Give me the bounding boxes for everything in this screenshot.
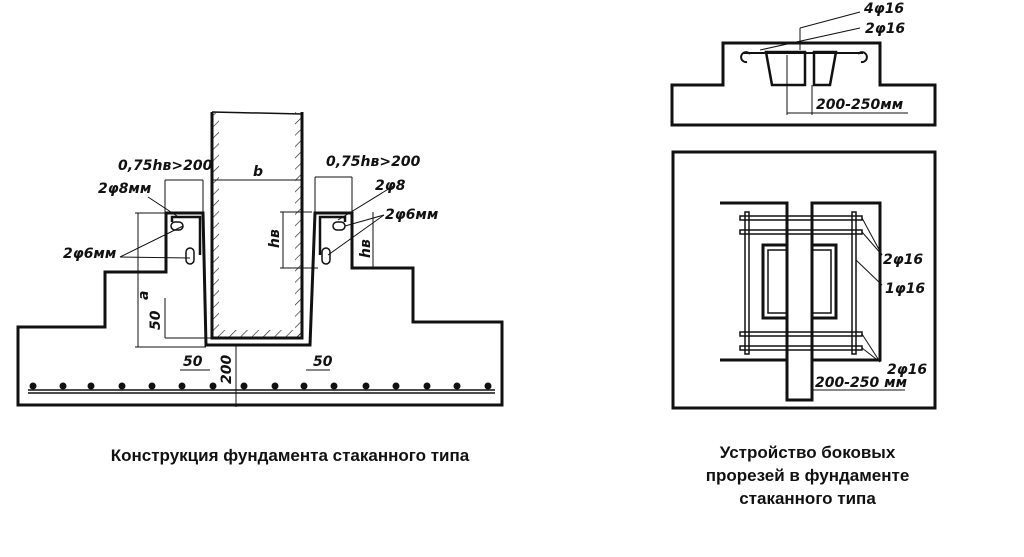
label-bar-right-top: 2φ8 xyxy=(375,178,406,194)
label-50-right: 50 xyxy=(313,354,333,370)
label-bar-left-bottom: 2φ6мм xyxy=(63,246,116,262)
label-bar-right-bottom: 2φ6мм xyxy=(385,207,438,223)
label-hb-inner: hв xyxy=(267,229,283,248)
slot-section-view xyxy=(670,11,937,127)
column xyxy=(210,111,304,340)
label-4phi16: 4φ16 xyxy=(863,1,904,17)
caption-line: прорезей в фундаменте xyxy=(705,466,910,485)
label-200: 200 xyxy=(219,355,235,384)
caption-line: Устройство боковых xyxy=(719,443,896,462)
label-plan-2phi16-top: 2φ16 xyxy=(883,252,923,268)
plan-rebars xyxy=(739,211,863,355)
dimension-lines xyxy=(119,176,396,407)
reinforcement xyxy=(28,215,495,394)
label-column-width: b xyxy=(253,164,263,180)
label-top-dim: 200-250мм xyxy=(816,97,903,113)
label-plan-2phi16-bottom: 2φ16 xyxy=(887,362,927,378)
rebar-dots xyxy=(29,382,492,390)
label-gap-right: 0,75hв>200 xyxy=(326,154,421,170)
left-figure-caption: Конструкция фундамента стаканного типа xyxy=(110,446,470,465)
label-bar-left-top: 2φ8мм xyxy=(98,181,151,197)
label-plan-1phi16: 1φ16 xyxy=(885,281,925,297)
right-figure-caption: Устройство боковых прорезей в фундаменте… xyxy=(650,441,965,510)
label-depth-a: a xyxy=(136,291,152,300)
label-2phi16-top: 2φ16 xyxy=(865,21,905,37)
slot-plan-view xyxy=(671,150,937,410)
caption-line: стаканного типа xyxy=(739,489,876,508)
label-50-vertical: 50 xyxy=(148,310,164,330)
plan-labels: 2φ16 1φ16 2φ16 200-250 мм xyxy=(815,252,927,391)
left-labels: 0,75hв>200 0,75hв>200 b 2φ8мм 2φ6мм 2φ8 … xyxy=(63,154,438,384)
top-labels: 4φ16 2φ16 200-250мм xyxy=(816,1,905,113)
label-plan-dim: 200-250 мм xyxy=(815,375,907,391)
label-gap-left: 0,75hв>200 xyxy=(118,158,213,174)
label-hb-outer: hв xyxy=(358,239,374,258)
label-50-left: 50 xyxy=(183,354,203,370)
